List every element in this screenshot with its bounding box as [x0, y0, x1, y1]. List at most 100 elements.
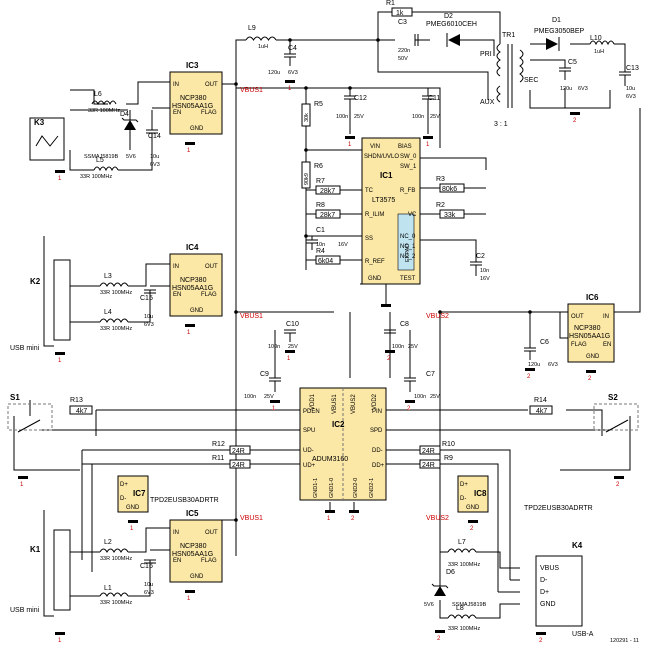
r12-body — [229, 445, 251, 455]
c8-value: 100n — [392, 344, 404, 350]
k1-ref: K1 — [30, 545, 41, 554]
gnd-10: 1 — [55, 632, 65, 644]
ic4-pin-out: OUT — [205, 264, 218, 270]
ic-bodies: IC3 NCP380 HSN05AA1G IN EN OUT FLAG GND … — [117, 61, 615, 583]
ic1-pin-nc2: NC_2 — [400, 254, 416, 260]
c14-rating: 6V3 — [150, 162, 160, 168]
r14-ref: R14 — [534, 397, 547, 404]
l2-coil — [99, 548, 129, 553]
footer-code: 120291 - 11 — [610, 638, 639, 644]
gnd-9: 1 — [55, 352, 65, 364]
k4-pin-dp: D+ — [540, 589, 549, 596]
s2-frame — [593, 403, 639, 431]
tr1-primary — [496, 43, 501, 77]
ic1-pin-rref: R_REF — [365, 259, 385, 265]
svg-text:2: 2 — [437, 636, 441, 642]
ic1-pin-expad: EXPAD — [405, 244, 411, 262]
ic3-part: NCP380 — [180, 95, 207, 102]
ic6-body-main — [567, 303, 615, 363]
r2-body — [439, 209, 465, 219]
k3-ref: K3 — [34, 118, 45, 127]
ic4-body — [169, 253, 223, 317]
l1-ref: L1 — [104, 585, 112, 592]
r5-body — [301, 103, 311, 127]
r6-ref: R6 — [314, 163, 323, 170]
l5-coil — [93, 166, 119, 172]
ic7-pin-dm: D- — [120, 496, 126, 502]
l9-coil — [245, 36, 277, 41]
ic7-body — [117, 475, 149, 513]
k4-pin-dm: D- — [540, 577, 548, 584]
r11-value: 24R — [232, 462, 245, 469]
r6-value: 90k9 — [304, 173, 310, 185]
gnd-14: 1 — [128, 520, 138, 532]
capacitors: C1 10n 16V C2 10n 16V C3 220n 50V C4 120… — [140, 19, 639, 596]
connectors: K3 K2 USB mini K1 USB mini K4 VBUS D- D+… — [10, 117, 594, 638]
gnd-13: 1 — [325, 510, 335, 522]
r3-ref: R3 — [436, 176, 445, 183]
d1-part: PMEG3050BEP — [534, 28, 585, 35]
r8-ref: R8 — [316, 202, 325, 209]
svg-text:1: 1 — [130, 526, 134, 532]
c4-ref: C4 — [288, 45, 297, 52]
d4-ref: D4 — [120, 111, 129, 118]
svg-text:1: 1 — [187, 330, 191, 336]
s1-frame — [7, 403, 53, 431]
c15-value: 10u — [144, 314, 153, 320]
gnd-20: 2 — [586, 370, 596, 382]
resistors: R1 1k R2 33k R3 80k6 R4 6k04 R5 30k R6 9… — [69, 0, 553, 469]
c10-rating: 25V — [288, 344, 298, 350]
l6-coil — [91, 100, 117, 106]
ic1-pin-gnd: GND — [368, 276, 382, 282]
junctions — [234, 38, 532, 522]
c10-value: 100n — [268, 344, 280, 350]
r5-ref: R5 — [314, 101, 323, 108]
ic2-pin-ddp: DD+ — [372, 463, 385, 469]
net-labels: VBUS1 VBUS1 VBUS1 VBUS2 VBUS2 — [240, 87, 449, 522]
l4-coil — [99, 318, 129, 323]
gnd-22: 2 — [435, 630, 445, 642]
ic6-pin-flag: FLAG — [571, 342, 587, 348]
c3-value: 220n — [398, 48, 410, 54]
ic2-ref: IC2 — [332, 420, 345, 429]
gnd-1: 1 — [285, 80, 295, 92]
c3-rating: 50V — [398, 56, 408, 62]
ic8-body — [457, 475, 489, 513]
svg-text:2: 2 — [387, 356, 391, 362]
l9-value: 1uH — [258, 44, 268, 50]
net-vbus1-b: VBUS1 — [240, 313, 263, 320]
ic7-pin-dp: D+ — [120, 482, 128, 488]
c6-rating: 6V3 — [548, 362, 558, 368]
svg-text:1: 1 — [348, 142, 352, 148]
c5-ref: C5 — [568, 59, 577, 66]
tr1-secondary — [519, 49, 524, 83]
r14-body — [529, 405, 553, 415]
c9-rating: 25V — [264, 394, 274, 400]
l8-value: 33R 100MHz — [448, 626, 480, 632]
gnd-24: 2 — [614, 476, 624, 488]
l3-ref: L3 — [104, 273, 112, 280]
ic2-pin-vbus2: VBUS2 — [351, 394, 357, 414]
net-vbus2-b: VBUS2 — [426, 515, 449, 522]
r12-value: 24R — [232, 448, 245, 455]
gnd-18: 2 — [405, 400, 415, 412]
l1-value: 33R 100MHz — [100, 600, 132, 606]
svg-text:2: 2 — [527, 374, 531, 380]
d4-symbol — [124, 120, 136, 130]
ic2-pin-udm: UD- — [303, 448, 314, 454]
ic1-expad — [397, 213, 415, 271]
k4-pin-gnd: GND — [540, 601, 556, 608]
svg-text:1: 1 — [272, 406, 276, 412]
r8-body — [315, 209, 341, 219]
c1-value: 10n — [316, 242, 325, 248]
k3-body — [29, 117, 65, 161]
gnd-15: 1 — [18, 476, 28, 488]
svg-text:1: 1 — [187, 148, 191, 154]
l8-coil — [447, 614, 477, 619]
l8-ref: L8 — [456, 605, 464, 612]
svg-text:1: 1 — [20, 482, 24, 488]
ic2-part: ADUM3160 — [312, 456, 348, 463]
svg-text:1: 1 — [58, 176, 62, 182]
r1-ref: R1 — [386, 0, 395, 7]
c4-value: 120u — [268, 70, 280, 76]
